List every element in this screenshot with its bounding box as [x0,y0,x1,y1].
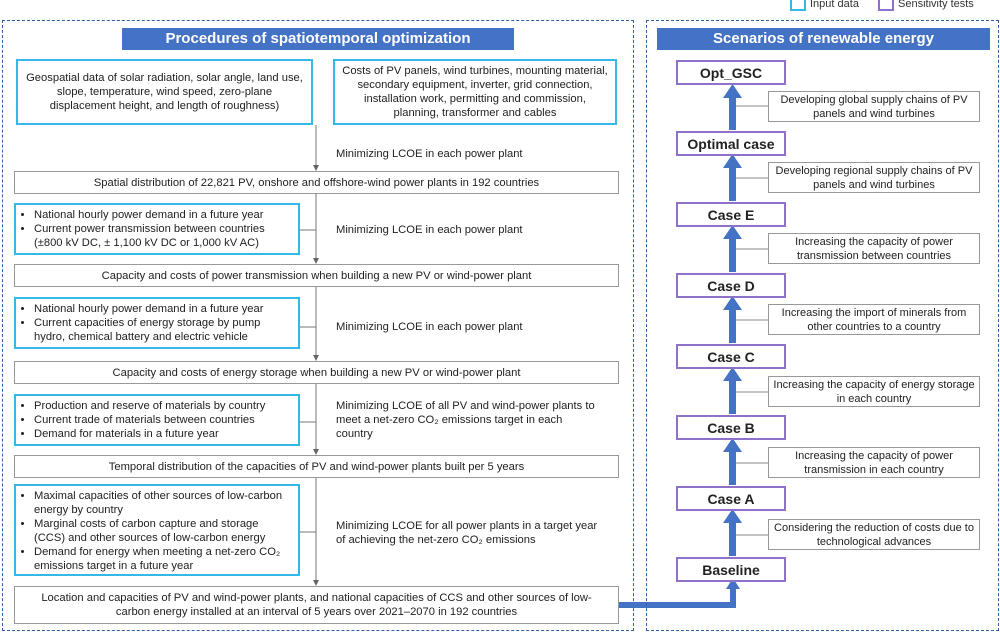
test-regional-supply: Developing regional supply chains of PV … [768,162,980,193]
geospatial-input-box: Geospatial data of solar radiation, sola… [16,59,313,125]
test-energy-storage: Increasing the capacity of energy storag… [768,376,980,407]
result3-text: Capacity and costs of energy storage whe… [112,366,521,379]
step2-label: Minimizing LCOE in each power plant [336,224,523,236]
case-c: Case C [676,344,786,369]
in2-item-1: Current power transmission between count… [34,222,292,250]
arrow-head-1 [723,84,742,98]
arrow-head-6 [723,438,742,452]
test-transmission-within: Increasing the capacity of power transmi… [768,447,980,478]
step3-label: Minimizing LCOE in each power plant [336,321,523,333]
to-baseline-connector [619,583,736,608]
in3-item-0: National hourly power demand in a future… [34,302,292,316]
arrow-head-4 [723,296,742,310]
arrow-shaft-3 [729,234,736,272]
input-data-swatch [790,0,806,11]
case-opt-gsc: Opt_GSC [676,60,786,85]
legend: Input data Sensitivity tests [790,0,1000,11]
costs-text: Costs of PV panels, wind turbines, mount… [342,65,608,119]
result4-box: Temporal distribution of the capacities … [14,455,619,478]
in4-item-0: Production and reserve of materials by c… [34,399,292,413]
step5-label: Minimizing LCOE for all power plants in … [336,520,598,546]
result4-text: Temporal distribution of the capacities … [108,460,525,473]
procedures-panel [2,20,634,631]
test-global-supply: Developing global supply chains of PV pa… [768,91,980,122]
case-e: Case E [676,202,786,227]
case-optimal: Optimal case [676,131,786,156]
result1-box: Spatial distribution of 22,821 PV, onsho… [14,171,619,194]
geospatial-text: Geospatial data of solar radiation, sola… [26,72,303,112]
step1-label: Minimizing LCOE in each power plant [336,148,523,160]
costs-input-box: Costs of PV panels, wind turbines, mount… [333,59,617,125]
in4-item-2: Demand for materials in a future year [34,427,292,441]
result5-text: Location and capacities of PV and wind-p… [41,592,592,618]
procedures-title: Procedures of spatiotemporal optimizatio… [122,28,514,50]
legend-input-label: Input data [810,0,859,10]
arrow-head-3 [723,225,742,239]
arrow-shaft-2 [729,163,736,201]
to-baseline-arrowhead [726,578,740,589]
in5-item-0: Maximal capacities of other sources of l… [34,489,292,517]
case-a: Case A [676,486,786,511]
legend-sensitivity-label: Sensitivity tests [898,0,974,10]
case-b: Case B [676,415,786,440]
test-transmission-between: Increasing the capacity of power transmi… [768,233,980,264]
arrow-shaft-5 [729,376,736,414]
test-cost-reduction: Considering the reduction of costs due t… [768,519,980,550]
result1-text: Spatial distribution of 22,821 PV, onsho… [93,176,540,189]
storage-input-box: National hourly power demand in a future… [14,297,300,349]
result2-text: Capacity and costs of power transmission… [101,269,532,282]
case-d: Case D [676,273,786,298]
in5-item-2: Demand for energy when meeting a net-zer… [34,545,292,573]
arrow-shaft-7 [729,518,736,556]
arrow-head-2 [723,154,742,168]
arrow-shaft-4 [729,305,736,343]
test-mineral-import: Increasing the import of minerals from o… [768,304,980,335]
scenarios-panel [646,20,999,631]
in4-item-1: Current trade of materials between count… [34,413,292,427]
scenarios-title: Scenarios of renewable energy [657,28,990,50]
case-baseline: Baseline [676,557,786,582]
transmission-input-box: National hourly power demand in a future… [14,203,300,255]
in2-item-0: National hourly power demand in a future… [34,208,292,222]
in5-item-1: Marginal costs of carbon capture and sto… [34,517,292,545]
sensitivity-swatch [878,0,894,11]
result3-box: Capacity and costs of energy storage whe… [14,361,619,384]
arrow-head-5 [723,367,742,381]
arrow-shaft-6 [729,447,736,485]
materials-input-box: Production and reserve of materials by c… [14,394,300,446]
arrow-head-7 [723,509,742,523]
step4-label: Minimizing LCOE of all PV and wind-power… [336,400,595,440]
result2-box: Capacity and costs of power transmission… [14,264,619,287]
arrow-shaft-1 [729,92,736,130]
result5-box: Location and capacities of PV and wind-p… [14,586,619,624]
in3-item-1: Current capacities of energy storage by … [34,316,292,344]
energy-input-box: Maximal capacities of other sources of l… [14,484,300,576]
